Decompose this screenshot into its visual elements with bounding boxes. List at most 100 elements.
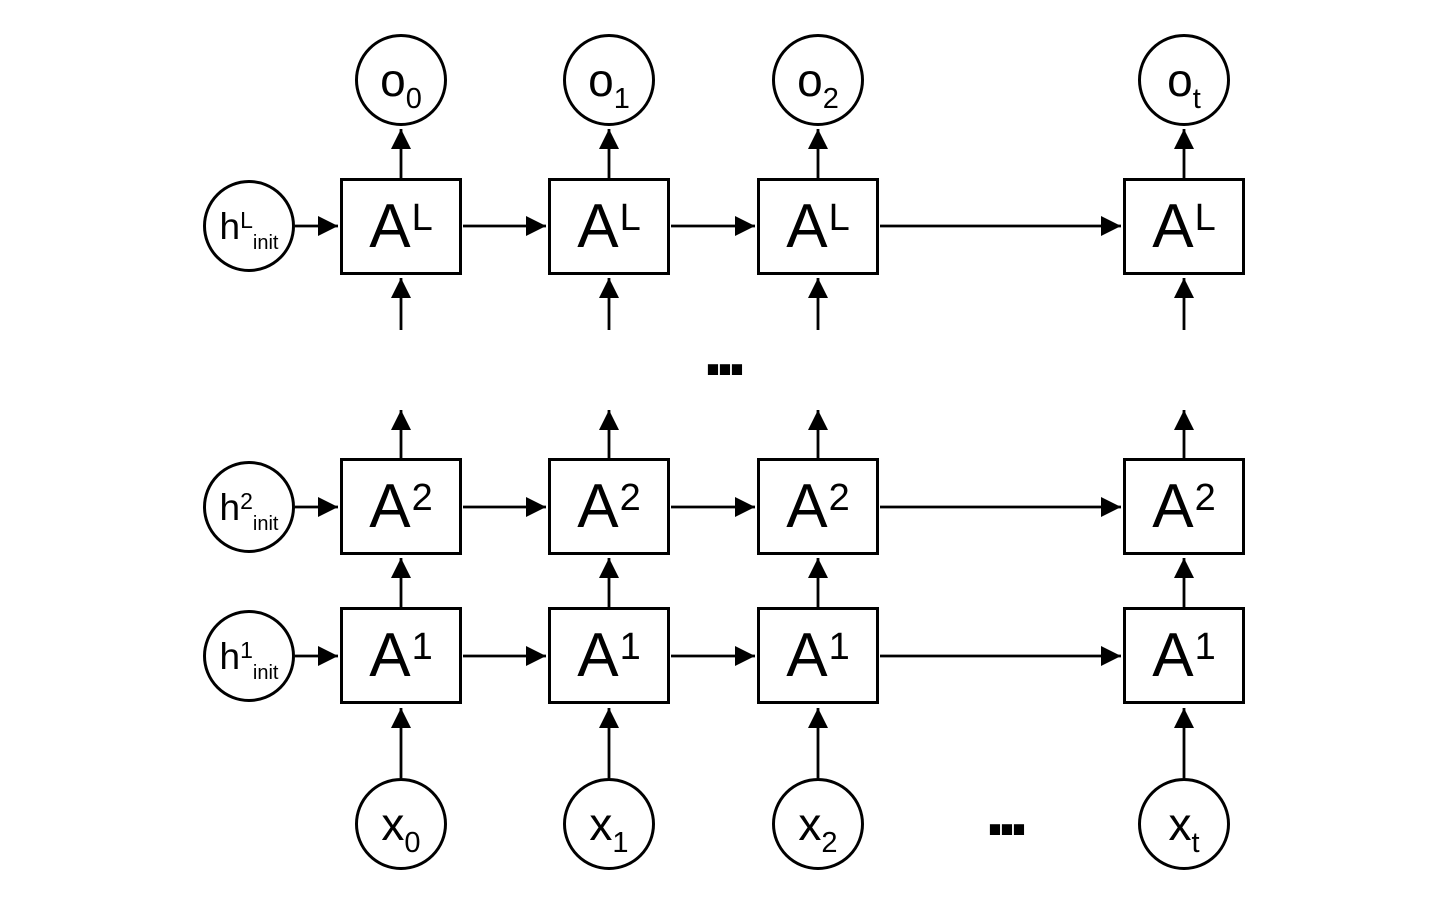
cell-label: AL bbox=[786, 195, 850, 258]
cell-label: AL bbox=[1152, 195, 1216, 258]
input-label: x2 bbox=[798, 798, 837, 858]
input-node-x1: x1 bbox=[563, 778, 655, 870]
label-base: h bbox=[219, 205, 241, 247]
cell-A1-t1: A1 bbox=[548, 607, 670, 704]
output-arrows bbox=[391, 129, 1194, 178]
input-node-x0: x0 bbox=[355, 778, 447, 870]
label-base: A bbox=[1152, 191, 1194, 261]
cell-label: AL bbox=[577, 195, 641, 258]
label-base: A bbox=[1152, 620, 1194, 690]
label-base: x bbox=[381, 798, 405, 850]
input-label: x1 bbox=[589, 798, 628, 858]
label-sub: t bbox=[1191, 827, 1200, 859]
output-label: o2 bbox=[797, 54, 839, 114]
label-base: h bbox=[219, 635, 241, 677]
label-sup: 2 bbox=[619, 476, 641, 519]
label-sup: 2 bbox=[411, 476, 433, 519]
label-sup: 2 bbox=[240, 487, 253, 514]
cell-AL-tt: AL bbox=[1123, 178, 1245, 275]
cell-AL-t1: AL bbox=[548, 178, 670, 275]
label-sup: L bbox=[240, 206, 253, 233]
label-base: o bbox=[588, 54, 614, 106]
layer-1-to-layer-2-arrows bbox=[391, 558, 1194, 607]
label-base: A bbox=[786, 471, 828, 541]
cell-A1-tt: A1 bbox=[1123, 607, 1245, 704]
layers-ellipsis: ... bbox=[702, 311, 747, 391]
init-state-label: h1init bbox=[219, 635, 279, 683]
label-base: o bbox=[797, 54, 823, 106]
label-base: A bbox=[786, 620, 828, 690]
output-label: ot bbox=[1167, 54, 1201, 114]
output-node-o0: o0 bbox=[355, 34, 447, 126]
output-node-o1: o1 bbox=[563, 34, 655, 126]
label-sub: init bbox=[252, 661, 279, 684]
cell-A2-t2: A2 bbox=[757, 458, 879, 555]
label-base: x bbox=[1168, 798, 1192, 850]
label-sup: L bbox=[619, 196, 641, 239]
output-node-ot: ot bbox=[1138, 34, 1230, 126]
label-sup: 1 bbox=[1194, 625, 1216, 668]
label-sub: 2 bbox=[822, 83, 839, 115]
cell-label: A2 bbox=[369, 475, 433, 538]
label-base: A bbox=[1152, 471, 1194, 541]
label-sup: 2 bbox=[1194, 476, 1216, 519]
label-base: o bbox=[380, 54, 406, 106]
label-sub: 2 bbox=[821, 827, 838, 859]
label-sub: init bbox=[252, 512, 279, 535]
init-state-label: hLinit bbox=[219, 205, 279, 253]
label-sub: init bbox=[252, 231, 279, 254]
cell-label: A1 bbox=[786, 624, 850, 687]
output-node-o2: o2 bbox=[772, 34, 864, 126]
cell-label: A1 bbox=[577, 624, 641, 687]
cell-label: A2 bbox=[786, 475, 850, 538]
cell-A2-t0: A2 bbox=[340, 458, 462, 555]
label-sub: 0 bbox=[405, 83, 422, 115]
cell-label: A1 bbox=[369, 624, 433, 687]
label-base: x bbox=[798, 798, 822, 850]
layer-L-input-arrows bbox=[391, 278, 1194, 330]
cell-AL-t0: AL bbox=[340, 178, 462, 275]
label-base: A bbox=[369, 620, 411, 690]
label-base: A bbox=[369, 191, 411, 261]
output-label: o1 bbox=[588, 54, 630, 114]
label-sub: 1 bbox=[613, 83, 630, 115]
label-sup: L bbox=[1194, 196, 1216, 239]
init-state-node-hL: hLinit bbox=[203, 180, 295, 272]
label-base: A bbox=[577, 620, 619, 690]
cell-A2-tt: A2 bbox=[1123, 458, 1245, 555]
input-label: xt bbox=[1168, 798, 1199, 858]
label-sup: 1 bbox=[240, 636, 253, 663]
cell-AL-t2: AL bbox=[757, 178, 879, 275]
input-node-x2: x2 bbox=[772, 778, 864, 870]
init-state-label: h2init bbox=[219, 486, 279, 534]
label-sup: L bbox=[828, 196, 850, 239]
label-base: A bbox=[786, 191, 828, 261]
label-base: o bbox=[1167, 54, 1193, 106]
cell-label: AL bbox=[369, 195, 433, 258]
label-sub: 0 bbox=[404, 827, 421, 859]
label-sup: 2 bbox=[828, 476, 850, 519]
init-state-node-h2: h2init bbox=[203, 461, 295, 553]
input-node-xt: xt bbox=[1138, 778, 1230, 870]
cell-A1-t2: A1 bbox=[757, 607, 879, 704]
input-arrows bbox=[391, 708, 1194, 778]
layer-2-output-arrows bbox=[391, 410, 1194, 458]
label-sup: 1 bbox=[619, 625, 641, 668]
timesteps-ellipsis: ... bbox=[984, 771, 1029, 851]
label-sup: 1 bbox=[411, 625, 433, 668]
cell-A1-t0: A1 bbox=[340, 607, 462, 704]
output-label: o0 bbox=[380, 54, 422, 114]
label-sup: L bbox=[411, 196, 433, 239]
cell-label: A1 bbox=[1152, 624, 1216, 687]
label-base: h bbox=[219, 486, 241, 528]
cell-label: A2 bbox=[1152, 475, 1216, 538]
cell-A2-t1: A2 bbox=[548, 458, 670, 555]
cell-label: A2 bbox=[577, 475, 641, 538]
label-base: x bbox=[589, 798, 613, 850]
label-sup: 1 bbox=[828, 625, 850, 668]
label-base: A bbox=[369, 471, 411, 541]
label-base: A bbox=[577, 471, 619, 541]
label-base: A bbox=[577, 191, 619, 261]
